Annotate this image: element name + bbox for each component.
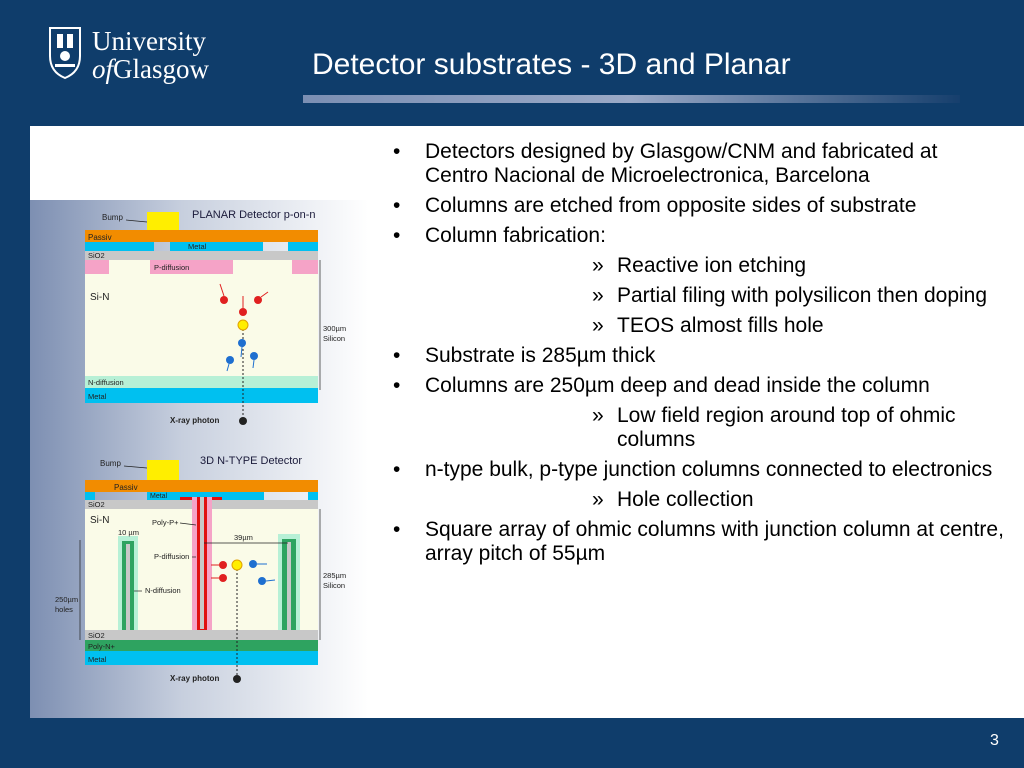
logo-glasgow-text: ofGlasgow: [92, 54, 210, 84]
bullet-item: n-type bulk, p-type junction columns con…: [385, 458, 1005, 482]
planar-bulk: [85, 260, 318, 376]
3d-metal-top-label: Metal: [150, 493, 168, 500]
3d-polyp-label: Poly-P+: [152, 518, 179, 527]
3d-passiv-label: Passiv: [114, 483, 138, 492]
3d-bump-label: Bump: [100, 459, 121, 468]
planar-sin-label: Si-N: [90, 292, 109, 303]
bullet-item: Columns are etched from opposite sides o…: [385, 194, 1005, 218]
planar-metal-bottom-label: Metal: [88, 392, 107, 401]
planar-title: PLANAR Detector p-on-n: [192, 209, 316, 221]
planar-interaction-icon: [237, 319, 249, 331]
3d-sio2-bottom-label: SiO2: [88, 631, 105, 640]
3d-sio2-bottom: [85, 630, 318, 640]
planar-passiv-layer: [85, 230, 318, 242]
planar-sio2-layer: [85, 251, 318, 260]
3d-interaction-icon: [231, 559, 243, 571]
3d-sio2-top-label: SiO2: [88, 500, 105, 509]
3d-detector-diagram: 3D N-TYPE Detector Bump Passiv Metal SiO…: [55, 455, 346, 683]
planar-metal-bottom: [85, 388, 318, 403]
sub-bullet-item: Reactive ion etching: [385, 254, 1005, 278]
bullet-list: Detectors designed by Glasgow/CNM and fa…: [385, 140, 1005, 572]
slide-header: University ofGlasgow Detector substrates…: [0, 0, 1024, 125]
detector-diagrams: PLANAR Detector p-on-n Bump Passiv Metal…: [55, 209, 346, 683]
planar-radiation-icon: [239, 417, 247, 425]
planar-thickness-label: 300µm: [323, 324, 346, 333]
sub-bullet-item: TEOS almost fills hole: [385, 314, 1005, 338]
3d-title: 3D N-TYPE Detector: [200, 455, 302, 467]
logo-university-text: University: [92, 26, 206, 56]
3d-radiation-icon: [233, 675, 241, 683]
planar-pdiff-label: P-diffusion: [154, 263, 189, 272]
3d-xray-label: X-ray photon: [170, 674, 219, 683]
planar-ndiffusion: [85, 376, 318, 388]
sub-bullet-item: Low field region around top of ohmic col…: [385, 404, 1005, 452]
3d-holes-label: holes: [55, 605, 73, 614]
left-top-blank: [30, 126, 368, 200]
3d-metal-bottom-label: Metal: [88, 655, 107, 664]
planar-metal-top: [170, 242, 263, 251]
planar-pdiffusion: [150, 260, 233, 274]
bullet-item: Column fabrication:: [385, 224, 1005, 248]
bullet-item: Square array of ohmic columns with junct…: [385, 518, 1005, 566]
bullet-item: Substrate is 285µm thick: [385, 344, 1005, 368]
bullet-item: Detectors designed by Glasgow/CNM and fa…: [385, 140, 1005, 188]
title-underline: [303, 95, 960, 103]
crest-icon: [49, 27, 81, 80]
university-logo: University ofGlasgow: [48, 26, 228, 86]
planar-passiv-label: Passiv: [88, 233, 112, 242]
planar-xray-label: X-ray photon: [170, 416, 219, 425]
sub-bullet-item: Hole collection: [385, 488, 1005, 512]
3d-sin-label: Si-N: [90, 515, 109, 526]
slide-title: Detector substrates - 3D and Planar: [312, 48, 791, 81]
3d-thickness-label: 285µm: [323, 571, 346, 580]
3d-silicon-label: Silicon: [323, 581, 345, 590]
planar-bump-label: Bump: [102, 213, 123, 222]
3d-metal-bottom: [85, 651, 318, 665]
3d-passiv-layer: [85, 480, 318, 492]
planar-detector-diagram: PLANAR Detector p-on-n Bump Passiv Metal…: [85, 209, 346, 425]
3d-polyn-layer: [85, 640, 318, 651]
planar-ndiff-label: N-diffusion: [88, 378, 124, 387]
page-number: 3: [990, 732, 999, 749]
3d-holes-depth-label: 250µm: [55, 595, 78, 604]
3d-ndiff-label: N-diffusion: [145, 586, 181, 595]
3d-10um-label: 10 µm: [118, 528, 139, 537]
3d-pdiff-label: P-diffusion: [154, 552, 189, 561]
3d-polyn-label: Poly-N+: [88, 642, 116, 651]
bullet-item: Columns are 250µm deep and dead inside t…: [385, 374, 1005, 398]
sub-bullet-item: Partial filing with polysilicon then dop…: [385, 284, 1005, 308]
3d-metal-top: [147, 492, 264, 500]
3d-bump: [147, 460, 179, 480]
3d-pitch-label: 39µm: [234, 533, 253, 542]
planar-sio2-label: SiO2: [88, 251, 105, 260]
planar-silicon-label: Silicon: [323, 334, 345, 343]
planar-metal-top-label: Metal: [188, 242, 207, 251]
